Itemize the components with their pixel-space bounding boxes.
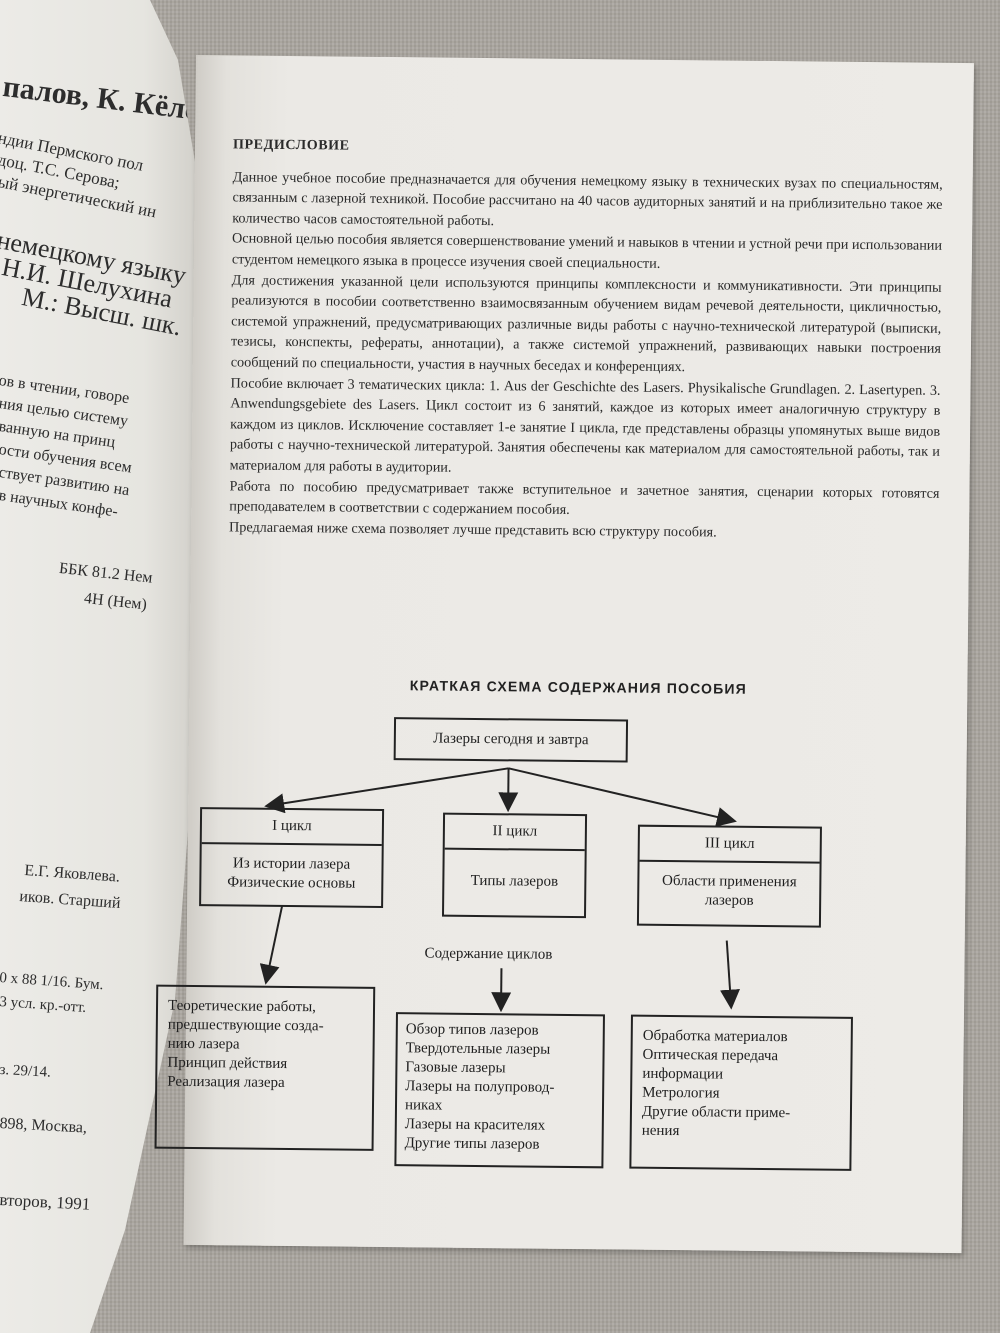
details-1-item: предшествующие созда- [167, 1016, 324, 1035]
cycle-3-box: III цикл Области применения лазеров [636, 824, 822, 928]
details-3-item: Другие области приме- [641, 1103, 791, 1122]
cycle-2-content: Типы лазеров [470, 872, 559, 890]
left-fragment: Е.Г. Яковлева. [23, 862, 121, 886]
arrow-cycle3-to-details [720, 940, 740, 1010]
details-2-item: Газовые лазеры [405, 1059, 506, 1077]
scheme-root-box: Лазеры сегодня и завтра [393, 717, 629, 763]
left-fragment: 3 усл. кр.-отт. [0, 994, 87, 1017]
left-fragment: 898, Москва, [0, 1115, 88, 1137]
details-2-item: Лазеры на полупровод- [405, 1078, 555, 1096]
details-2-item: Твердотельные лазеры [405, 1040, 551, 1058]
details-2-item: Другие типы лазеров [404, 1135, 540, 1153]
details-3-item: Метрология [642, 1084, 720, 1102]
left-fragment: ББК 81.2 Нем [58, 560, 154, 587]
arrow-root-to-cycle3 [508, 767, 737, 827]
details-3-box: Обработка материалов Оптическая передача… [629, 1014, 853, 1171]
details-1-item: нию лазера [167, 1035, 240, 1053]
details-2-item: Обзор типов лазеров [405, 1021, 539, 1039]
scheme-root-label: Лазеры сегодня и завтра [433, 730, 589, 749]
details-2-item: Лазеры на красителях [404, 1116, 546, 1134]
cycle-2-label: II цикл [492, 823, 538, 840]
left-fragment: палов, К. Кёлер [0, 70, 205, 129]
details-1-box: Теоретические работы, предшествующие соз… [154, 984, 376, 1151]
left-fragment: иков. Старший [18, 888, 122, 913]
left-fragment: второв, 1991 [0, 1190, 91, 1214]
details-3-item: Обработка материалов [642, 1027, 788, 1046]
cycle-3-content: лазеров [704, 892, 754, 909]
cycle-1-box: I цикл Из истории лазера Физические осно… [199, 807, 385, 909]
details-1-item: Принцип действия [167, 1054, 288, 1073]
left-fragment: 0 x 88 1/16. Бум. [0, 970, 104, 994]
details-3-item: Оптическая передача [642, 1046, 779, 1065]
cycle-1-content: Физические основы [227, 874, 356, 892]
left-fragment: з. 29/14. [0, 1062, 52, 1081]
cycle-1-label: I цикл [272, 817, 312, 835]
details-2-item: никах [404, 1097, 443, 1114]
cycle-3-label: III цикл [704, 835, 755, 852]
scheme-caption: Содержание циклов [424, 945, 553, 963]
arrow-root-to-cycle1 [264, 767, 509, 814]
arrow-cycle1-to-details [259, 905, 284, 985]
details-1-item: Реализация лазера [167, 1073, 285, 1091]
cycle-2-box: II цикл Типы лазеров [441, 812, 588, 919]
left-fragment: 4Н (Нем) [83, 590, 148, 614]
cycle-3-content: Области применения [661, 872, 797, 891]
scheme-arrows [259, 767, 740, 1013]
details-3-item: информации [642, 1065, 724, 1083]
right-page: ПРЕДИСЛОВИЕ Данное учебное пособие предн… [154, 55, 974, 1254]
details-2-box: Обзор типов лазеров Твердотельные лазеры… [394, 1012, 605, 1169]
cycle-1-content: Из истории лазера [232, 855, 351, 873]
details-1-item: Теоретические работы, [167, 997, 317, 1016]
details-3-item: нения [641, 1122, 680, 1140]
